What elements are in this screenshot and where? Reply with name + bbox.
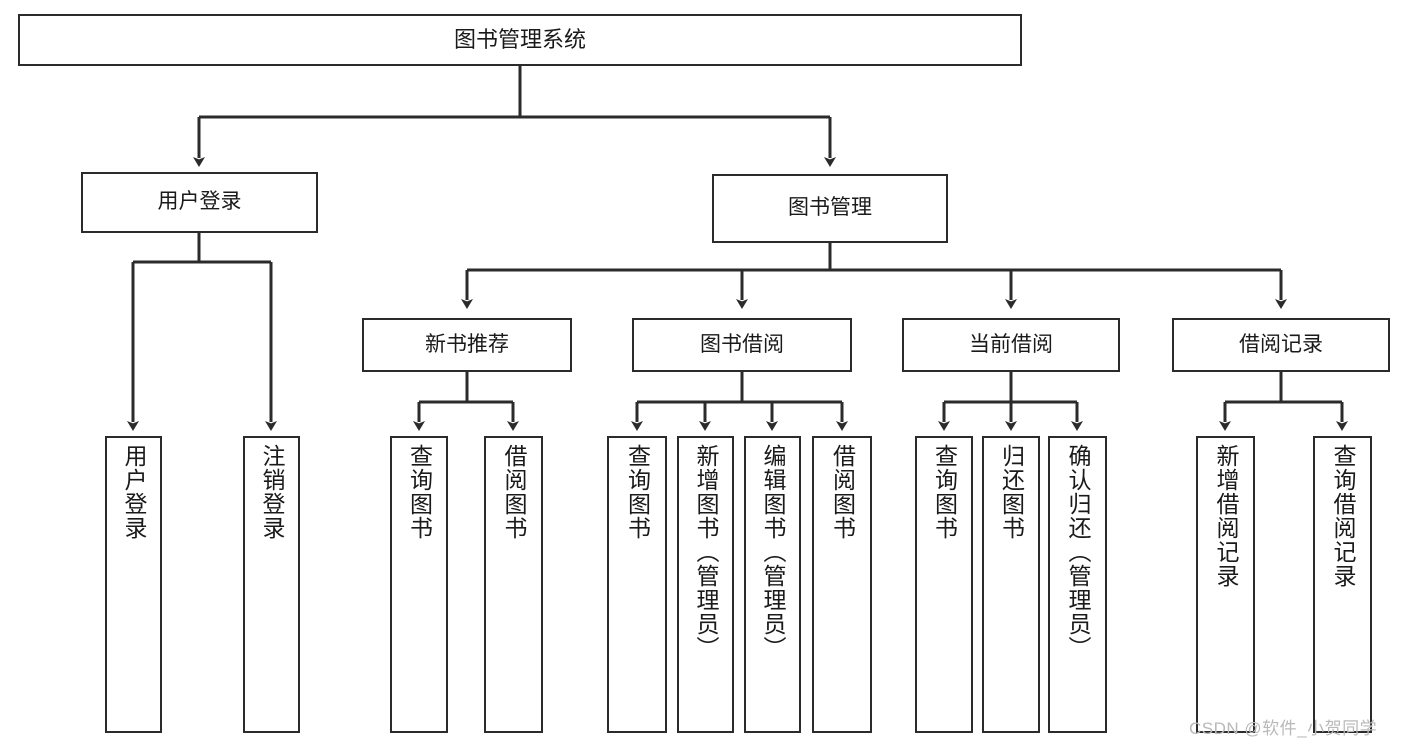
node-new-book-recommend[interactable]: 新书推荐 [362, 318, 572, 372]
node-label: 查询图书 [624, 444, 651, 540]
watermark-csdn: CSDN @软件_小贺同学 [1189, 719, 1378, 738]
node-label: 查询借阅记录 [1330, 444, 1356, 588]
node-label: 查询图书 [931, 444, 958, 540]
leaf-user-login[interactable]: 用户登录 [105, 436, 162, 733]
node-label: 当前借阅 [969, 332, 1053, 356]
leaf-add-book-admin[interactable]: 新增图书（管理员） [677, 436, 734, 733]
node-label: 新增借阅记录 [1213, 444, 1239, 588]
node-label: 注销登录 [259, 444, 285, 540]
node-label: 新书推荐 [425, 332, 509, 356]
node-label: 借阅图书 [501, 444, 527, 540]
leaf-query-book-borrow[interactable]: 查询图书 [607, 436, 667, 733]
node-label: 归还图书 [998, 444, 1025, 540]
node-label: 图书借阅 [700, 332, 784, 356]
leaf-return-book[interactable]: 归还图书 [982, 436, 1040, 733]
node-label: 查询图书 [406, 444, 433, 540]
leaf-query-borrow-record[interactable]: 查询借阅记录 [1313, 436, 1372, 733]
node-book-management[interactable]: 图书管理 [712, 174, 948, 243]
node-label: 编辑图书（管理员） [760, 444, 786, 660]
node-label: 用户登录 [157, 190, 242, 214]
leaf-add-borrow-record[interactable]: 新增借阅记录 [1196, 436, 1255, 733]
node-root-system[interactable]: 图书管理系统 [18, 14, 1022, 66]
node-user-login[interactable]: 用户登录 [81, 172, 318, 233]
leaf-borrow-book[interactable]: 借阅图书 [812, 436, 872, 733]
leaf-confirm-return-admin[interactable]: 确认归还（管理员） [1048, 436, 1107, 733]
node-current-borrow[interactable]: 当前借阅 [902, 318, 1120, 372]
node-borrow-record[interactable]: 借阅记录 [1172, 318, 1390, 372]
leaf-edit-book-admin[interactable]: 编辑图书（管理员） [744, 436, 801, 733]
leaf-query-book-recommend[interactable]: 查询图书 [390, 436, 448, 733]
node-label: 图书管理 [788, 196, 872, 220]
node-label: 确认归还（管理员） [1065, 444, 1091, 660]
node-label: 新增图书（管理员） [693, 444, 719, 660]
node-label: 图书管理系统 [453, 27, 586, 53]
node-label: 借阅记录 [1239, 332, 1323, 356]
leaf-query-book-current[interactable]: 查询图书 [915, 436, 973, 733]
leaf-borrow-book-recommend[interactable]: 借阅图书 [484, 436, 543, 733]
node-label: 借阅图书 [829, 444, 856, 540]
node-book-borrow[interactable]: 图书借阅 [632, 318, 852, 372]
leaf-logout[interactable]: 注销登录 [243, 436, 300, 733]
node-label: 用户登录 [121, 444, 147, 540]
